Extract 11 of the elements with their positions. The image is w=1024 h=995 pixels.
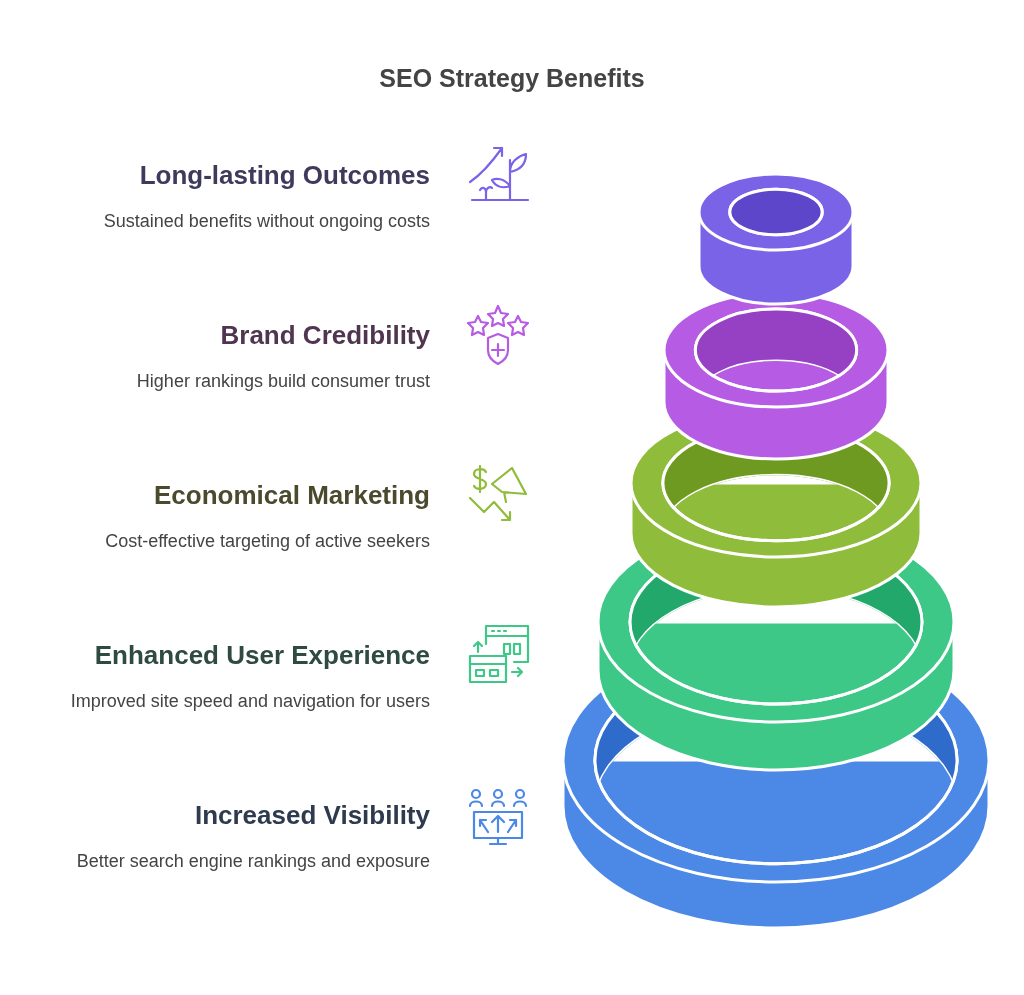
benefit-description: Better search engine rankings and exposure xyxy=(76,850,430,873)
diagram-title: SEO Strategy Benefits xyxy=(378,64,646,93)
benefit-heading: Enhanced User Experience xyxy=(94,640,430,671)
benefit-heading: Brand Credibility xyxy=(220,320,430,351)
benefit-description: Sustained benefits without ongoing costs xyxy=(103,210,430,233)
benefit-description: Cost-effective targeting of active seekers xyxy=(105,530,430,553)
benefit-description: Improved site speed and navigation for users xyxy=(70,690,430,713)
benefit-heading: Increased Visibility xyxy=(194,800,430,831)
benefit-description: Higher rankings build consumer trust xyxy=(136,370,430,393)
benefit-heading: Economical Marketing xyxy=(154,480,430,511)
benefit-heading: Long-lasting Outcomes xyxy=(139,160,430,191)
